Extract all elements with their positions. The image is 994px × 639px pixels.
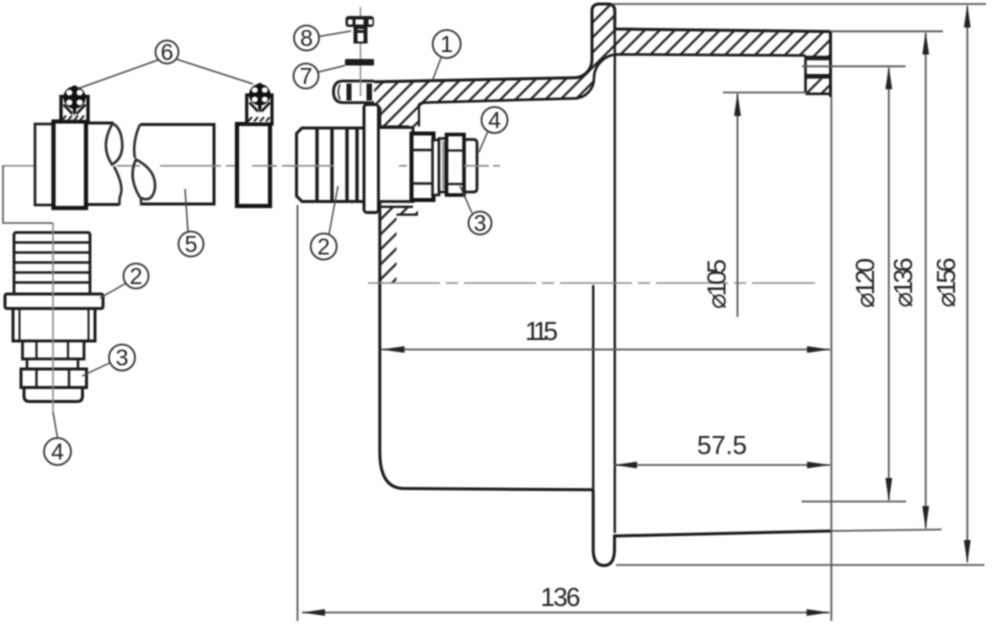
svg-text:6: 6 [161,39,174,65]
svg-text:1: 1 [440,31,453,57]
svg-text:4: 4 [488,107,501,133]
svg-text:⌀105: ⌀105 [702,259,732,309]
svg-text:3: 3 [474,210,487,236]
svg-text:⌀120: ⌀120 [850,258,880,308]
svg-text:2: 2 [130,263,143,289]
svg-text:3: 3 [116,345,129,371]
svg-text:7: 7 [300,63,313,89]
svg-text:4: 4 [51,439,64,465]
svg-text:2: 2 [317,234,330,260]
svg-text:5: 5 [185,231,198,257]
svg-text:115: 115 [525,316,558,346]
svg-text:57.5: 57.5 [697,430,747,460]
svg-text:⌀156: ⌀156 [931,258,961,308]
svg-text:⌀136: ⌀136 [888,258,918,308]
svg-text:8: 8 [300,25,313,51]
svg-text:136: 136 [541,582,581,612]
